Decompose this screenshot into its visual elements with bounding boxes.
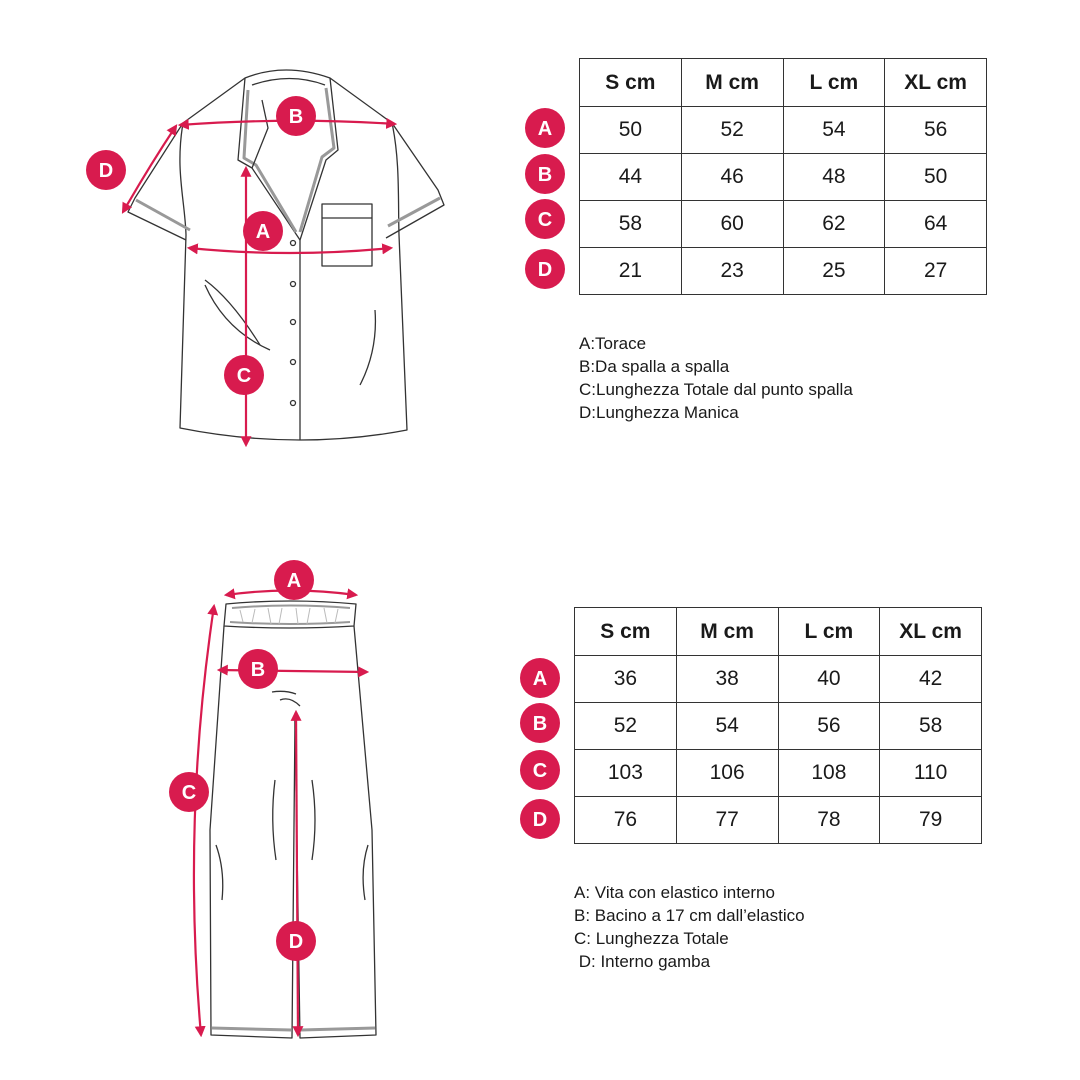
shirt-badge-b: B (276, 96, 316, 136)
svg-text:D: D (99, 160, 113, 182)
table-cell: 78 (777, 796, 881, 844)
table-cell: 103 (574, 749, 677, 797)
pants-legend-b: B: Bacino a 17 cm dall’elastico (574, 906, 805, 925)
table-cell: 106 (675, 749, 779, 797)
shirt-header-m: M cm (680, 58, 784, 107)
pants-badge-c: C (169, 772, 209, 812)
shirt-row-badge-c: C (525, 199, 565, 239)
shirt-row-badge-a: A (525, 108, 565, 148)
shirt-row-badge-b: B (525, 154, 565, 194)
shirt-legend: A:Torace B:Da spalla a spalla C:Lunghezz… (579, 332, 853, 424)
table-cell: 52 (574, 702, 677, 750)
table-cell: 42 (879, 655, 982, 703)
table-row: 103 106 108 110 (574, 749, 982, 797)
table-cell: 44 (579, 153, 682, 201)
table-cell: 79 (879, 796, 982, 844)
svg-text:D: D (538, 259, 552, 281)
pants-header-xl: XL cm (879, 607, 982, 656)
pants-table-header-row: S cm M cm L cm XL cm (574, 607, 982, 656)
table-cell: 62 (782, 200, 886, 248)
shirt-header-s: S cm (579, 58, 682, 107)
table-row: 76 77 78 79 (574, 796, 982, 844)
svg-text:A: A (533, 668, 547, 690)
svg-text:B: B (289, 106, 303, 128)
pants-illustration (209, 600, 377, 1039)
shirt-table-row-badges: A B C D (525, 108, 565, 289)
shirt-row-badge-d: D (525, 249, 565, 289)
pants-legend: A: Vita con elastico interno B: Bacino a… (574, 881, 805, 973)
table-cell: 108 (777, 749, 881, 797)
table-cell: 76 (574, 796, 677, 844)
table-cell: 60 (680, 200, 784, 248)
table-cell: 46 (680, 153, 784, 201)
shirt-badge-d: D (86, 150, 126, 190)
table-cell: 40 (777, 655, 881, 703)
pants-row-badge-d: D (520, 799, 560, 839)
pants-size-table: S cm M cm L cm XL cm 36 38 40 42 52 54 5… (574, 607, 982, 844)
table-cell: 56 (884, 106, 987, 154)
table-cell: 38 (675, 655, 779, 703)
table-row: 21 23 25 27 (579, 247, 987, 295)
pants-badge-b: B (238, 649, 278, 689)
pants-badge-d: D (276, 921, 316, 961)
shirt-legend-d: D:Lunghezza Manica (579, 403, 739, 422)
svg-text:C: C (237, 365, 251, 387)
shirt-legend-c: C:Lunghezza Totale dal punto spalla (579, 380, 853, 399)
table-cell: 77 (675, 796, 779, 844)
table-cell: 21 (579, 247, 682, 295)
svg-text:A: A (256, 221, 270, 243)
shirt-header-l: L cm (782, 58, 886, 107)
table-cell: 23 (680, 247, 784, 295)
table-cell: 110 (879, 749, 982, 797)
shirt-size-table: S cm M cm L cm XL cm 50 52 54 56 44 46 4… (579, 58, 987, 295)
svg-text:C: C (182, 782, 196, 804)
shirt-header-xl: XL cm (884, 58, 987, 107)
table-cell: 64 (884, 200, 987, 248)
pants-badge-a: A (274, 560, 314, 600)
pants-row-badge-b: B (520, 703, 560, 743)
svg-text:D: D (533, 809, 547, 831)
pants-header-m: M cm (675, 607, 779, 656)
shirt-table-header-row: S cm M cm L cm XL cm (579, 58, 987, 107)
table-cell: 50 (579, 106, 682, 154)
table-row: 58 60 62 64 (579, 200, 987, 248)
pants-legend-d: D: Interno gamba (574, 952, 711, 971)
table-cell: 48 (782, 153, 886, 201)
svg-text:A: A (287, 570, 301, 592)
svg-text:D: D (289, 931, 303, 953)
table-row: 50 52 54 56 (579, 106, 987, 154)
table-cell: 27 (884, 247, 987, 295)
pants-header-l: L cm (777, 607, 881, 656)
pants-row-badge-c: C (520, 750, 560, 790)
shirt-badge-c: C (224, 355, 264, 395)
shirt-legend-a: A:Torace (579, 334, 647, 353)
table-cell: 54 (782, 106, 886, 154)
svg-text:B: B (538, 164, 552, 186)
table-cell: 54 (675, 702, 779, 750)
table-cell: 52 (680, 106, 784, 154)
pants-legend-a: A: Vita con elastico interno (574, 883, 775, 902)
pants-table-row-badges: A B C D (520, 658, 560, 839)
pants-row-badge-a: A (520, 658, 560, 698)
svg-text:A: A (538, 118, 552, 140)
pants-header-s: S cm (574, 607, 677, 656)
svg-text:B: B (251, 659, 265, 681)
shirt-badge-a: A (243, 211, 283, 251)
svg-text:C: C (538, 209, 552, 231)
table-cell: 58 (879, 702, 982, 750)
pants-legend-c: C: Lunghezza Totale (574, 929, 729, 948)
table-cell: 36 (574, 655, 677, 703)
table-cell: 58 (579, 200, 682, 248)
table-row: 52 54 56 58 (574, 702, 982, 750)
table-cell: 25 (782, 247, 886, 295)
shirt-legend-b: B:Da spalla a spalla (579, 357, 730, 376)
table-cell: 56 (777, 702, 881, 750)
pants-measurements (192, 588, 370, 1038)
table-row: 36 38 40 42 (574, 655, 982, 703)
svg-text:C: C (533, 760, 547, 782)
svg-text:B: B (533, 713, 547, 735)
table-cell: 50 (884, 153, 987, 201)
table-row: 44 46 48 50 (579, 153, 987, 201)
